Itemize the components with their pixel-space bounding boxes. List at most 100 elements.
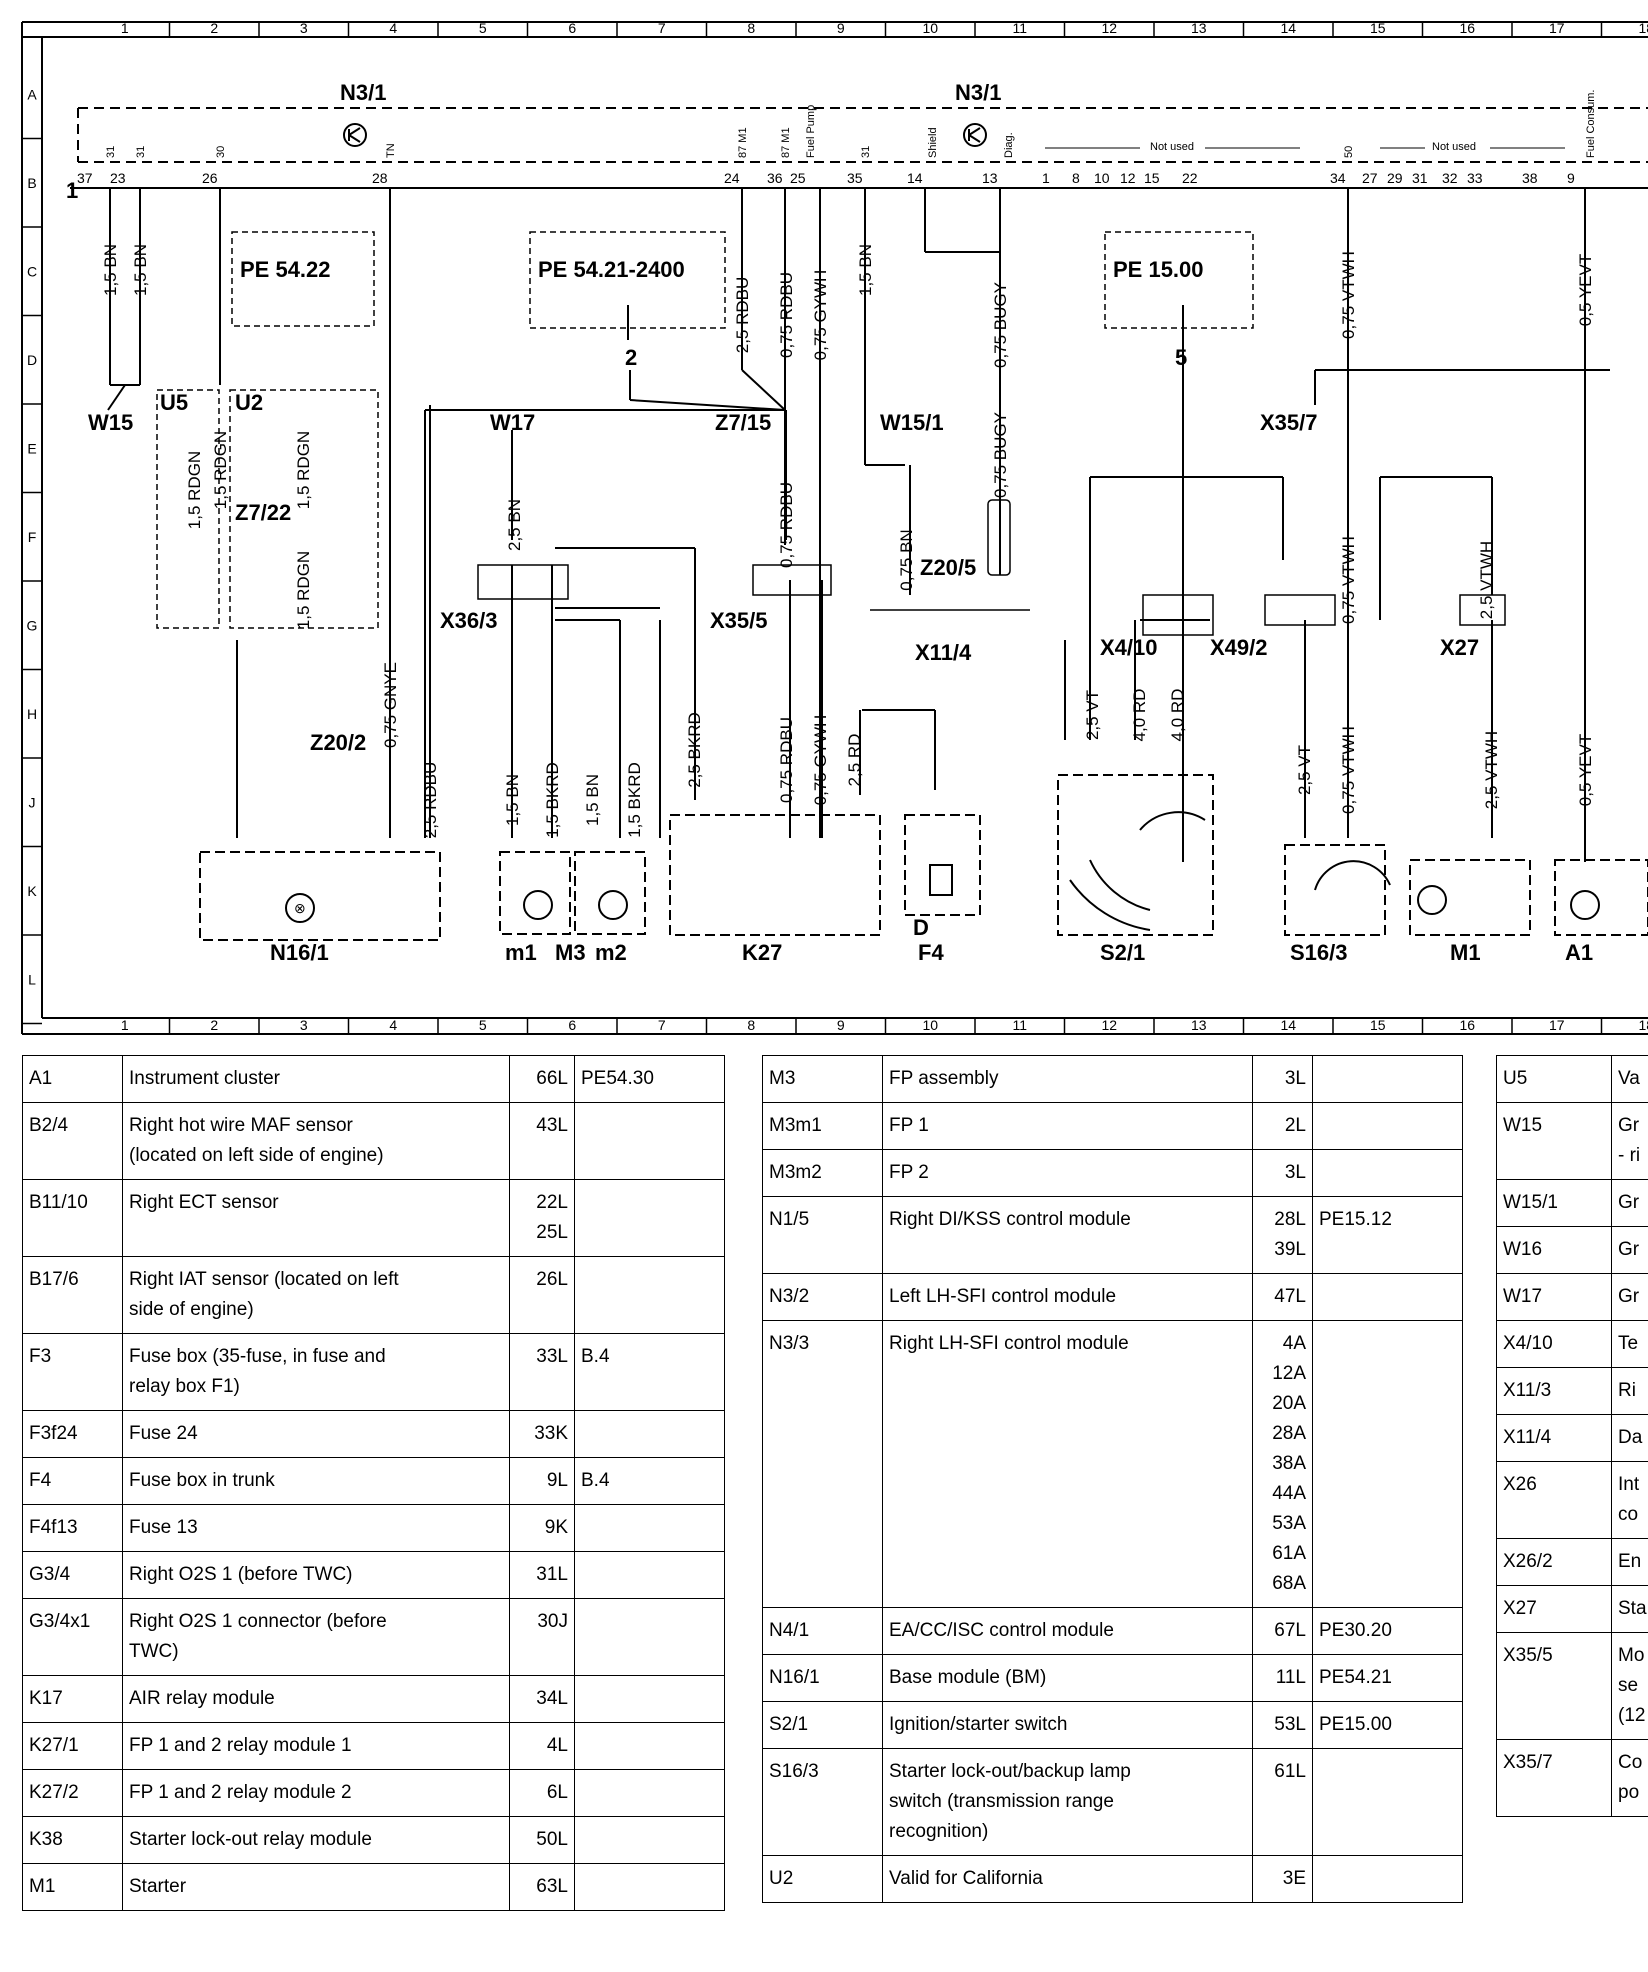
transistor-icon	[343, 123, 367, 147]
wire-label: 0,75 VTWH	[1339, 251, 1358, 339]
component-label-w15-1: W15/1	[880, 410, 944, 435]
wire-label: 2,5 RD	[845, 734, 864, 787]
wire-label: 0,75 GYWH	[811, 715, 830, 806]
legend-code: K38	[22, 1816, 123, 1864]
legend-reference: PE30.20	[1312, 1607, 1463, 1655]
legend-description: Valid for California	[882, 1855, 1253, 1903]
grid-col-label: 3	[300, 20, 308, 36]
component-label-z20-5: Z20/5	[920, 555, 976, 580]
module-pin-number: 33	[1467, 170, 1483, 186]
legend-code: N3/3	[762, 1320, 883, 1608]
grid-col-label: 16	[1459, 1017, 1475, 1033]
module-pin-number: 26	[202, 170, 218, 186]
legend-code: F3	[22, 1333, 123, 1411]
wire-label: 1,5 BN	[856, 244, 875, 296]
legend-code: S16/3	[762, 1748, 883, 1856]
module-pin-label: 31	[135, 146, 147, 158]
pe-ref-15-00: PE 15.00	[1113, 257, 1204, 282]
component-label-m2-small: m2	[595, 940, 627, 965]
module-pin-number: 34	[1330, 170, 1346, 186]
component-label-x4-10: X4/10	[1100, 635, 1158, 660]
component-label-x36-3: X36/3	[440, 608, 498, 633]
legend-description: Ri	[1611, 1367, 1648, 1415]
legend-code: K27/2	[22, 1769, 123, 1817]
legend-code: M1	[22, 1863, 123, 1911]
grid-col-label: 11	[1012, 20, 1027, 36]
module-pin-number: 38	[1522, 170, 1538, 186]
module-pin-label: 87 M1	[780, 127, 792, 158]
legend-code: G3/4	[22, 1551, 123, 1599]
legend-reference	[1312, 1273, 1463, 1321]
legend-description: Right hot wire MAF sensor(located on lef…	[122, 1102, 510, 1180]
legend-code: X27	[1496, 1585, 1612, 1633]
motor-m-icon: ⊗	[294, 900, 306, 916]
module-pin-number: 15	[1144, 170, 1160, 186]
legend-code: A1	[22, 1055, 123, 1103]
grid-row-label: B	[27, 175, 36, 191]
module-pin-number: 28	[372, 170, 388, 186]
legend-description: Starter lock-out relay module	[122, 1816, 510, 1864]
grid-col-label: 17	[1549, 1017, 1565, 1033]
component-label-m3: M3	[555, 940, 586, 965]
legend-reference	[1312, 1102, 1463, 1150]
legend-code: M3	[762, 1055, 883, 1103]
module-pin-number: 1	[1042, 170, 1050, 186]
legend-description: Va	[1611, 1055, 1648, 1103]
legend-location: 3E	[1252, 1855, 1313, 1903]
wire-label: 4,0 RD	[1130, 689, 1149, 742]
grid-col-label: 7	[658, 1017, 666, 1033]
wire-label: 0,75 GNYE	[381, 662, 400, 748]
component-label-m1: M1	[1450, 940, 1481, 965]
component-label-z20-2: Z20/2	[310, 730, 366, 755]
grid-col-label: 14	[1280, 20, 1296, 36]
module-pin-number: 37	[77, 170, 93, 186]
component-label-s2-1: S2/1	[1100, 940, 1145, 965]
legend-location: 2L	[1252, 1102, 1313, 1150]
grid-col-label: 9	[837, 20, 845, 36]
component-label-w17: W17	[490, 410, 535, 435]
module-pin-label: TN	[385, 143, 397, 158]
wire-label: 0,5 YEVT	[1576, 254, 1595, 326]
wire-label: 2,5 VT	[1295, 745, 1314, 795]
legend-code: S2/1	[762, 1701, 883, 1749]
module-pin-number: 8	[1072, 170, 1080, 186]
grid-row-label: D	[27, 352, 37, 368]
legend-code: X4/10	[1496, 1320, 1612, 1368]
legend-description: Left LH-SFI control module	[882, 1273, 1253, 1321]
grid-col-label: 2	[210, 1017, 218, 1033]
wire-label: 0,75 VTWH	[1339, 536, 1358, 624]
legend-location: 67L	[1252, 1607, 1313, 1655]
legend-description: Fuse box in trunk	[122, 1457, 510, 1505]
grid-col-label: 16	[1459, 20, 1475, 36]
legend-code: X11/4	[1496, 1414, 1612, 1462]
legend-reference	[1312, 1055, 1463, 1103]
legend-location: 31L	[509, 1551, 575, 1599]
grid-col-label: 3	[300, 1017, 308, 1033]
legend-description: Right O2S 1 (before TWC)	[122, 1551, 510, 1599]
component-label-a1: A1	[1565, 940, 1593, 965]
legend-location: 66L	[509, 1055, 575, 1103]
grid-row-label: J	[29, 794, 36, 810]
module-pin-number: 10	[1094, 170, 1110, 186]
wire-label: 2,5 RDBU	[421, 762, 440, 839]
wire-label: 1,5 RDGN	[294, 431, 313, 509]
wire-label: 2,5 VTWH	[1482, 731, 1501, 809]
module-pin-label: 50	[1343, 146, 1355, 158]
wire-label: 1,5 BKRD	[543, 762, 562, 838]
wire-label: 0,75 BN	[897, 529, 916, 590]
legend-location: 43L	[509, 1102, 575, 1180]
legend-description: Base module (BM)	[882, 1654, 1253, 1702]
legend-code: X35/5	[1496, 1632, 1612, 1740]
legend-location: 63L	[509, 1863, 575, 1911]
